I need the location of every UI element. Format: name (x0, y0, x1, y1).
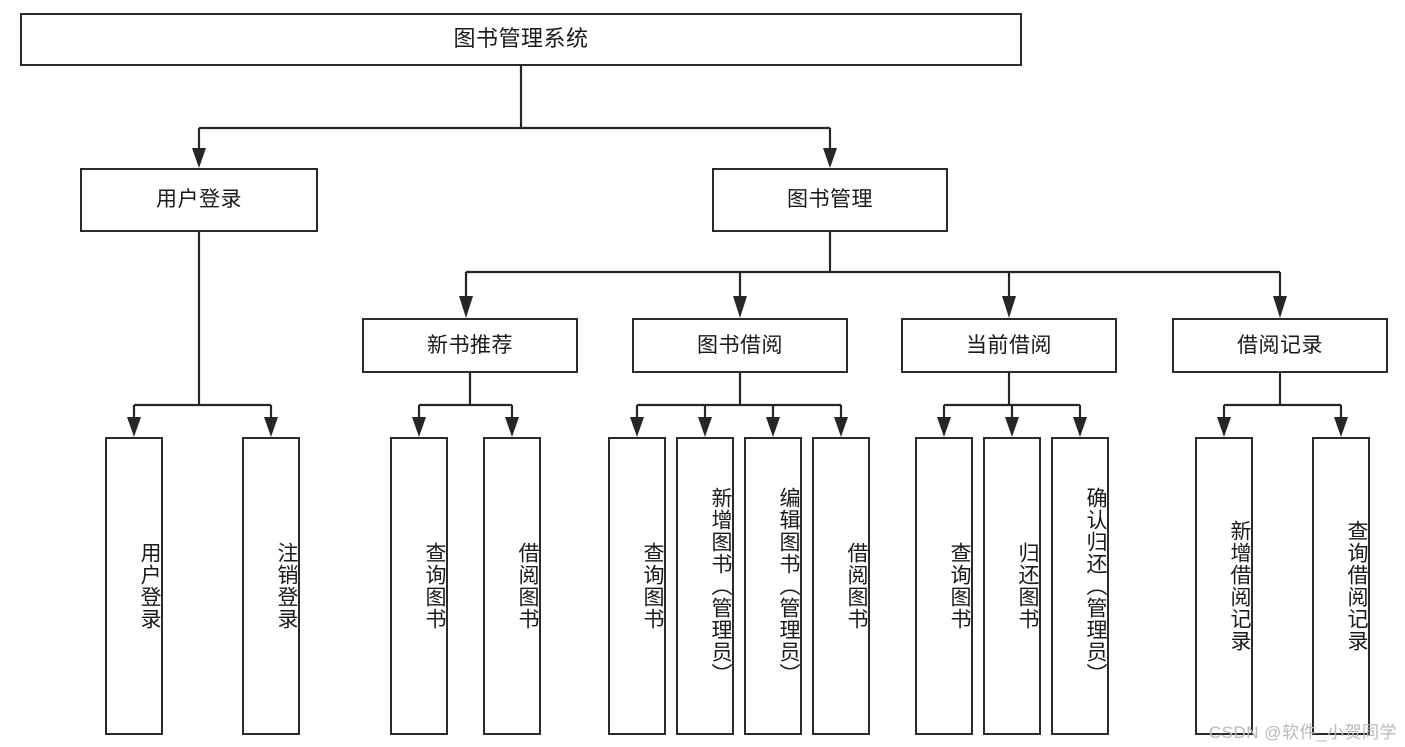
leaf-edit-book-admin[interactable]: 编辑图书（管理员） (744, 437, 802, 735)
leaf-query-book-current[interactable]: 查询图书 (915, 437, 973, 735)
leaf-label: 查询借阅记录 (1345, 520, 1368, 652)
node-user-login[interactable]: 用户登录 (80, 168, 318, 232)
leaf-return-book[interactable]: 归还图书 (983, 437, 1041, 735)
leaf-label: 注销登录 (275, 542, 298, 630)
leaf-label: 归还图书 (1016, 542, 1039, 630)
leaf-user-login[interactable]: 用户登录 (105, 437, 163, 735)
leaf-label: 编辑图书（管理员） (777, 487, 800, 685)
leaf-borrow-book-recommend[interactable]: 借阅图书 (483, 437, 541, 735)
leaf-borrow-book[interactable]: 借阅图书 (812, 437, 870, 735)
leaf-label: 新增借阅记录 (1228, 520, 1251, 652)
leaf-label: 查询图书 (641, 542, 664, 630)
node-borrow-record[interactable]: 借阅记录 (1172, 318, 1388, 373)
leaf-label: 查询图书 (423, 542, 446, 630)
leaf-label: 用户登录 (138, 542, 161, 630)
leaf-label: 新增图书（管理员） (709, 487, 732, 685)
leaf-label: 借阅图书 (845, 542, 868, 630)
leaf-add-borrow-record[interactable]: 新增借阅记录 (1195, 437, 1253, 735)
node-book-borrow[interactable]: 图书借阅 (632, 318, 848, 373)
leaf-query-borrow-record[interactable]: 查询借阅记录 (1312, 437, 1370, 735)
leaf-confirm-return-admin[interactable]: 确认归还（管理员） (1051, 437, 1109, 735)
node-book-management[interactable]: 图书管理 (712, 168, 948, 232)
node-new-book-recommend[interactable]: 新书推荐 (362, 318, 578, 373)
leaf-query-book-recommend[interactable]: 查询图书 (390, 437, 448, 735)
leaf-label: 确认归还（管理员） (1084, 487, 1107, 685)
node-current-borrow[interactable]: 当前借阅 (901, 318, 1117, 373)
csdn-watermark: CSDN @软件_小贺同学 (1208, 723, 1397, 742)
node-root-book-management-system[interactable]: 图书管理系统 (20, 13, 1022, 66)
leaf-label: 借阅图书 (516, 542, 539, 630)
leaf-query-book-borrow[interactable]: 查询图书 (608, 437, 666, 735)
leaf-add-book-admin[interactable]: 新增图书（管理员） (676, 437, 734, 735)
leaf-logout-login[interactable]: 注销登录 (242, 437, 300, 735)
leaf-label: 查询图书 (948, 542, 971, 630)
